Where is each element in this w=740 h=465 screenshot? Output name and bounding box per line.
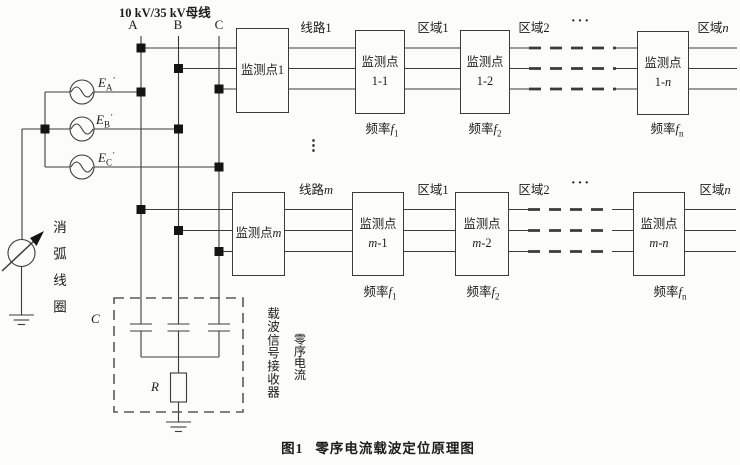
zone2-label-row2: 区域2 — [518, 183, 550, 197]
freq-f2-label-row1: 频率f2 — [468, 122, 502, 139]
ellipsis-row1: ··· — [570, 14, 591, 29]
resistor-icon — [169, 372, 188, 403]
bus-phase-lines — [140, 36, 220, 324]
phase-label-b: B — [173, 17, 183, 32]
row2-wires — [141, 208, 736, 253]
capacitor-icon — [167, 323, 190, 332]
monitor-point-m-box: 监测点m — [232, 192, 285, 276]
ellipsis-vertical: ⋮ — [306, 138, 321, 154]
capacitor-icon — [130, 323, 152, 332]
receiver-label: 载波信号接收器 — [265, 307, 279, 399]
source-label-eb: EB· — [96, 110, 114, 130]
source-label-ea: EA· — [98, 73, 116, 93]
capacitance-label: C — [91, 311, 100, 326]
line1-label: 线路1 — [300, 21, 332, 35]
bus-title: 10 kV/35 kV母线 — [119, 6, 211, 20]
zonen-label-row1: 区域n — [697, 21, 729, 35]
ellipsis-row2: ··· — [570, 176, 591, 191]
resistor-label: R — [151, 379, 159, 394]
monitor-point-1-box: 监测点1 — [236, 28, 289, 113]
phase-label-c: C — [214, 17, 224, 32]
row1-wires — [141, 46, 737, 91]
neutral-capacitor-network — [113, 297, 244, 433]
sine-wave-icon — [70, 86, 94, 98]
capacitor-icon — [208, 323, 230, 332]
zonen-label-row2: 区域n — [699, 183, 731, 197]
zero-sequence-current-label: 零序电流 — [292, 333, 306, 380]
freq-f1-label-row1: 频率f1 — [365, 122, 399, 139]
source-label-ec: EC· — [98, 148, 116, 168]
freq-fn-label-row1: 频率fn — [650, 122, 684, 139]
freq-f1-label-row2: 频率f1 — [363, 285, 397, 302]
freq-f2-label-row2: 频率f2 — [466, 285, 500, 302]
ground-icon — [9, 314, 34, 326]
arc-suppression-coil — [1, 128, 45, 326]
adjust-arrow-icon — [30, 231, 44, 246]
zone1-label-row2: 区域1 — [417, 183, 449, 197]
zone2-label-row1: 区域2 — [518, 21, 550, 35]
zone1-label-row1: 区域1 — [417, 21, 449, 35]
receiver-dashed-box — [113, 297, 244, 413]
phase-label-a: A — [128, 17, 138, 32]
freq-fn-label-row2: 频率fn — [653, 285, 687, 302]
ground-icon — [166, 421, 191, 433]
voltage-sources — [44, 79, 219, 180]
arc-coil-label: 消弧线圈 — [51, 220, 66, 326]
junction-dots — [40, 43, 224, 256]
sine-wave-icon — [70, 161, 94, 173]
sine-wave-icon — [70, 123, 94, 135]
linem-label: 线路m — [298, 183, 334, 197]
